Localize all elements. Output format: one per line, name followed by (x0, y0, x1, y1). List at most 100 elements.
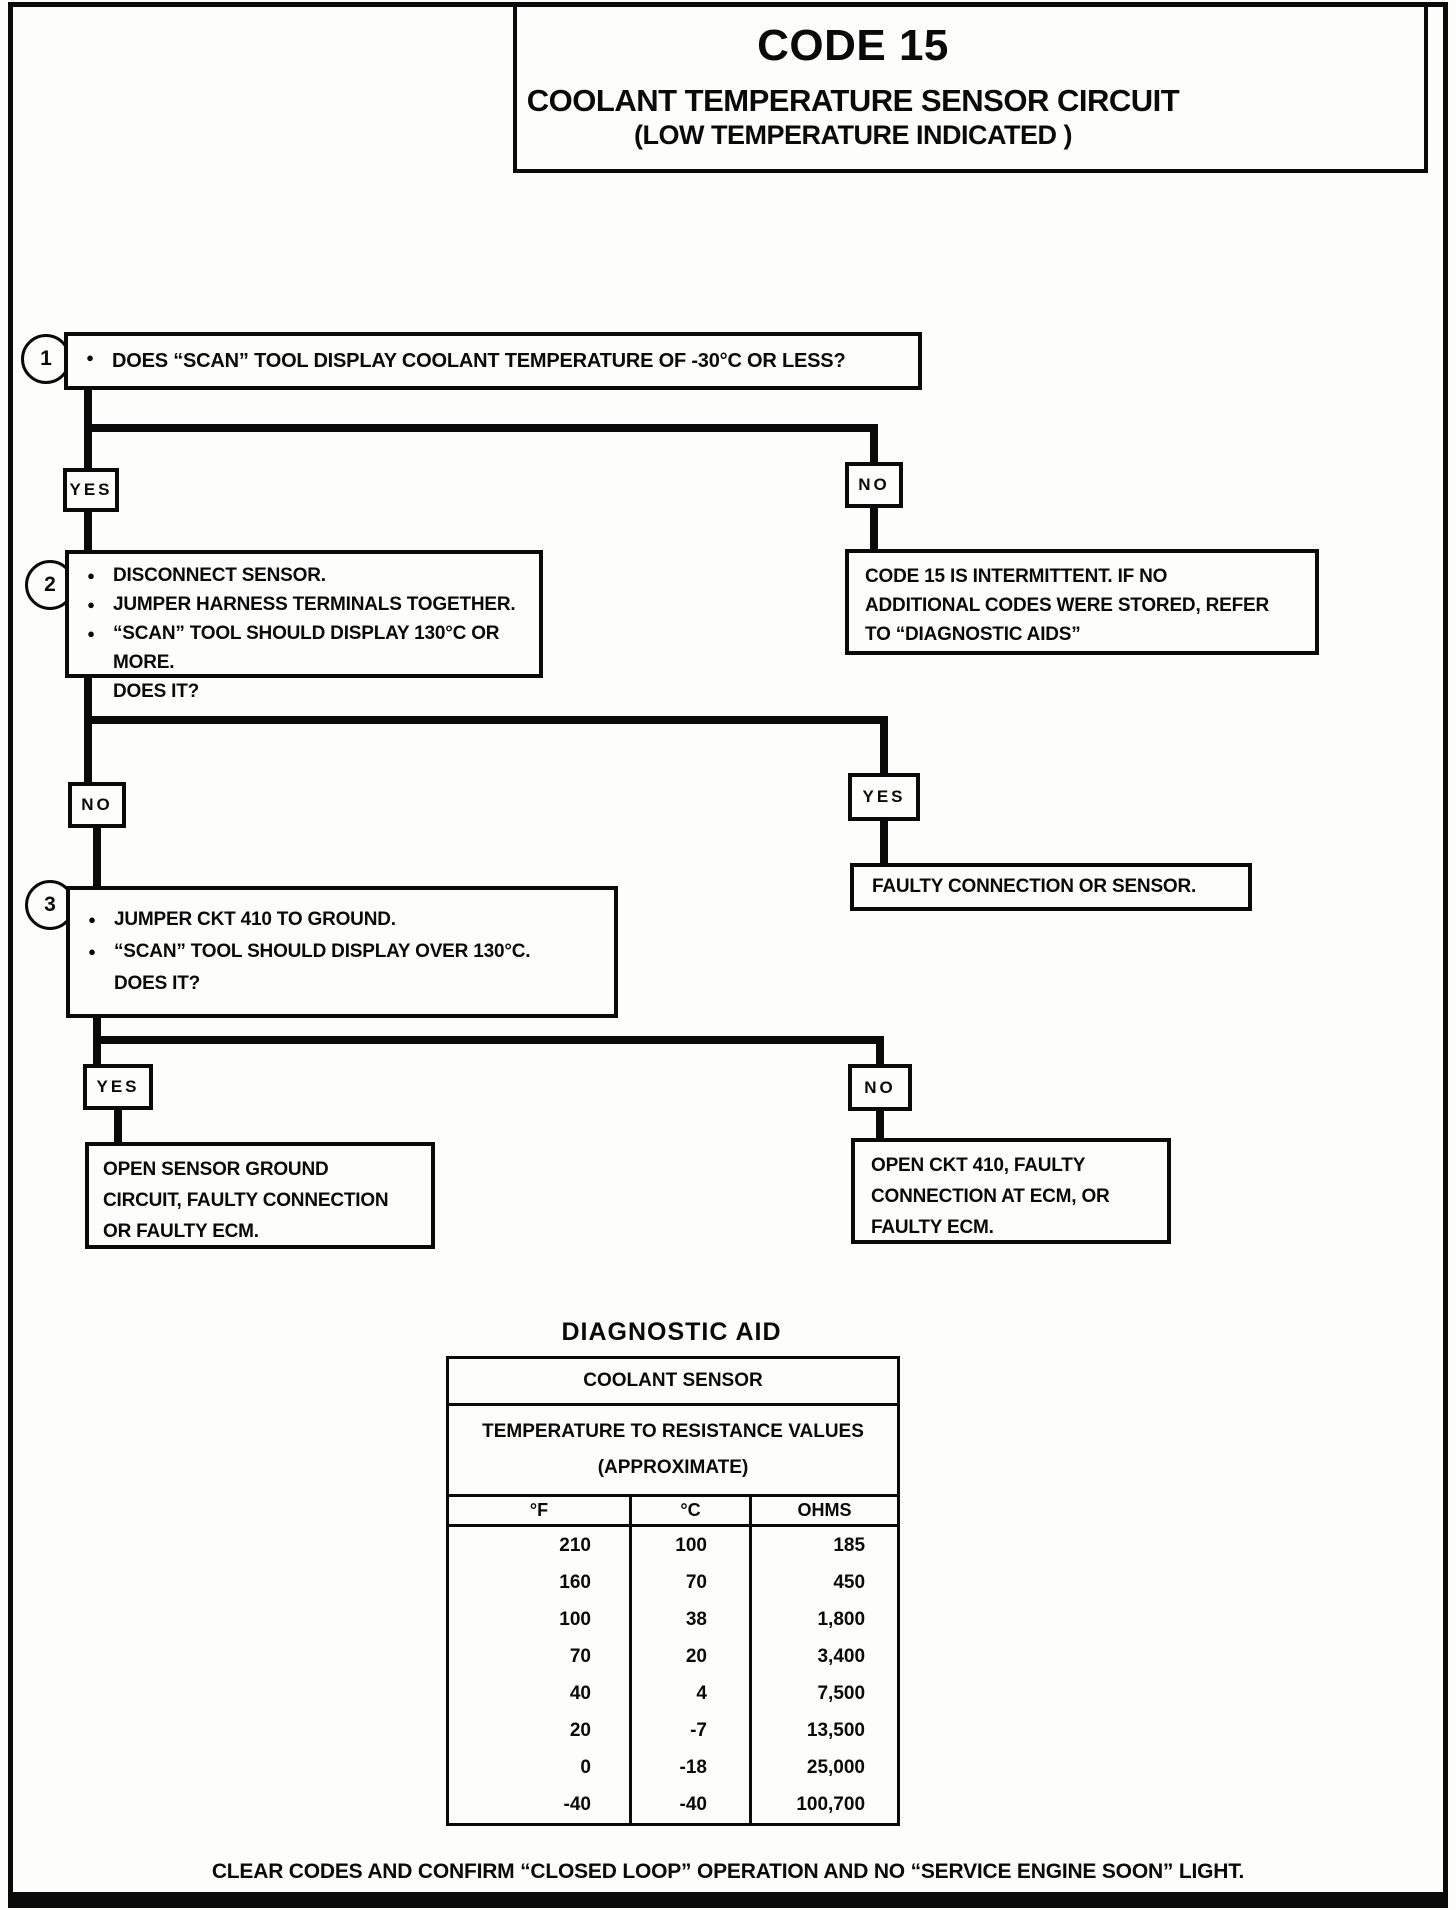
connector-line (870, 508, 878, 550)
branch2-no-label: NO (68, 782, 126, 828)
faulty-connection-result-box: FAULTY CONNECTION OR SENSOR. (850, 863, 1252, 911)
open-ckt-line-3: FAULTY ECM. (871, 1217, 994, 1238)
table-cell: 100 (629, 1525, 751, 1564)
connector-line (870, 424, 878, 464)
table-cell: 100 (559, 1608, 591, 1630)
open-ckt-line-1: OPEN CKT 410, FAULTY (871, 1155, 1086, 1176)
step2-action-1: DISCONNECT SENSOR. (113, 565, 326, 586)
step1-box: ● DOES “SCAN” TOOL DISPLAY COOLANT TEMPE… (64, 332, 922, 390)
step3-box: ● JUMPER CKT 410 TO GROUND. ● “SCAN” TOO… (66, 886, 618, 1018)
table-subtitle: TEMPERATURE TO RESISTANCE VALUES (APPROX… (447, 1404, 899, 1497)
branch2-yes-label: YES (848, 773, 920, 821)
table-cell: 160 (559, 1571, 591, 1593)
page-subtitle: COOLANT TEMPERATURE SENSOR CIRCUIT (526, 83, 1180, 118)
page-border (8, 2, 1448, 1908)
connector-line (84, 678, 92, 782)
table-caption-row: COOLANT SENSOR (447, 1357, 899, 1406)
table-cell: -18 (629, 1749, 751, 1786)
step2-question: DOES IT? (113, 681, 200, 702)
branch3-no-label: NO (848, 1064, 912, 1111)
step-number-1-label: 1 (40, 347, 52, 370)
table-subcaption-row: TEMPERATURE TO RESISTANCE VALUES (APPROX… (447, 1404, 899, 1497)
table-cell: 1,800 (748, 1601, 899, 1638)
resistance-table: COOLANT SENSOR TEMPERATURE TO RESISTANCE… (446, 1356, 901, 1826)
bullet-icon: ● (88, 944, 96, 959)
yes-text: YES (862, 787, 906, 806)
table-subtitle-line-2: (APPROXIMATE) (597, 1457, 749, 1478)
table-cell: 450 (748, 1564, 899, 1601)
table-cell: 0 (580, 1756, 591, 1778)
table-cell: 38 (629, 1601, 751, 1638)
open-ground-line-1: OPEN SENSOR GROUND (103, 1159, 329, 1180)
intermittent-line-1: CODE 15 IS INTERMITTENT. IF NO (865, 566, 1168, 587)
table-cell: 40 (569, 1682, 591, 1704)
bullet-icon: ● (87, 597, 95, 612)
table-subtitle-line-1: TEMPERATURE TO RESISTANCE VALUES (482, 1421, 864, 1442)
intermittent-line-3: TO “DIAGNOSTIC AIDS” (865, 624, 1081, 645)
open-ground-line-2: CIRCUIT, FAULTY CONNECTION (103, 1190, 389, 1211)
table-cell: 70 (629, 1564, 751, 1601)
intermittent-result-box: CODE 15 IS INTERMITTENT. IF NO ADDITIONA… (845, 549, 1319, 655)
step2-action-3: “SCAN” TOOL SHOULD DISPLAY 130°C OR MORE… (113, 623, 500, 673)
connector-line (880, 716, 888, 773)
step1-question: DOES “SCAN” TOOL DISPLAY COOLANT TEMPERA… (112, 349, 846, 372)
branch3-yes-label: YES (83, 1064, 153, 1110)
title-box: CODE 15 COOLANT TEMPERATURE SENSOR CIRCU… (513, 7, 1428, 173)
open-ground-line-3: OR FAULTY ECM. (103, 1221, 259, 1242)
bullet-icon: ● (87, 626, 95, 641)
column-header-c: °C (629, 1495, 751, 1527)
connector-line (84, 512, 92, 550)
connector-line (93, 828, 101, 888)
table-cell: 4 (629, 1675, 751, 1712)
table-cell: 7,500 (748, 1675, 899, 1712)
open-ground-result-box: OPEN SENSOR GROUND CIRCUIT, FAULTY CONNE… (85, 1142, 435, 1249)
page-subtitle-2: (LOW TEMPERATURE INDICATED ) (634, 120, 1072, 150)
branch1-yes-label: YES (63, 468, 119, 512)
title-group: CODE 15 COOLANT TEMPERATURE SENSOR CIRCU… (517, 21, 1189, 151)
intermittent-line-2: ADDITIONAL CODES WERE STORED, REFER (865, 595, 1269, 616)
table-cell: 70 (569, 1645, 591, 1667)
step2-action-2: JUMPER HARNESS TERMINALS TOGETHER. (113, 594, 516, 615)
table-cell: 100,700 (748, 1786, 899, 1825)
step-number-2-label: 2 (44, 573, 56, 596)
table-cell: 20 (569, 1719, 591, 1741)
step2-box: ● DISCONNECT SENSOR. ● JUMPER HARNESS TE… (65, 550, 543, 702)
table-cell: 13,500 (748, 1712, 899, 1749)
footer-note: CLEAR CODES AND CONFIRM “CLOSED LOOP” OP… (211, 1860, 1245, 1883)
page-title: CODE 15 (757, 21, 949, 70)
step-number-3-label: 3 (44, 893, 56, 916)
step3-question: DOES IT? (114, 973, 201, 994)
branch1-no-label: NO (845, 462, 903, 508)
connector-line (84, 424, 878, 432)
bullet-icon: ● (87, 568, 95, 583)
table-cell: -7 (629, 1712, 751, 1749)
bullet-icon: ● (86, 349, 94, 365)
step3-action-1: JUMPER CKT 410 TO GROUND. (114, 909, 396, 930)
column-header-f: °F (447, 1495, 631, 1527)
table-header-row: °F °C OHMS (447, 1495, 899, 1527)
table-cell: -40 (563, 1793, 591, 1815)
connector-line (84, 716, 888, 724)
table-cell: -40 (629, 1786, 751, 1825)
table-cell: 3,400 (748, 1638, 899, 1675)
faulty-connection-text: FAULTY CONNECTION OR SENSOR. (872, 876, 1197, 897)
table-cell: 20 (629, 1638, 751, 1675)
connector-line (93, 1036, 884, 1044)
step3-action-2: “SCAN” TOOL SHOULD DISPLAY OVER 130°C. (114, 941, 531, 962)
column-header-ohms: OHMS (748, 1495, 899, 1527)
no-text: NO (81, 795, 113, 814)
yes-text: YES (96, 1077, 140, 1096)
connector-line (114, 1110, 122, 1142)
table-cell: 210 (559, 1534, 591, 1556)
bullet-icon: ● (88, 912, 96, 927)
table-cell: 185 (748, 1525, 899, 1564)
yes-text: YES (69, 480, 113, 499)
